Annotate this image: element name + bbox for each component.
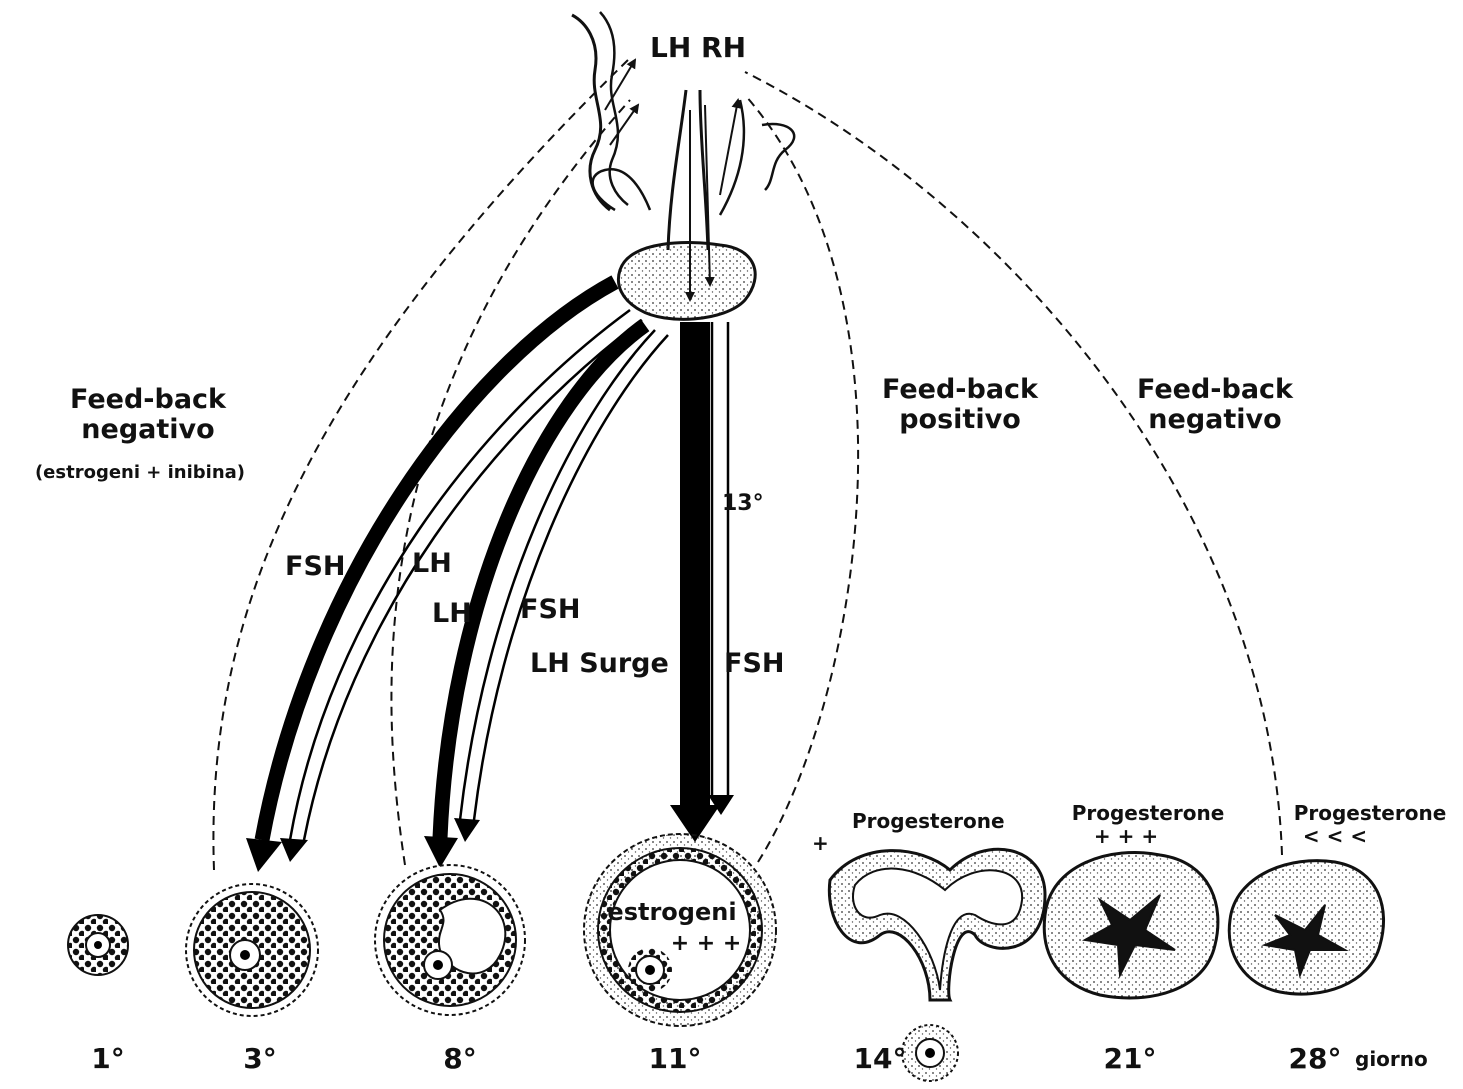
label-lh-surge: LH Surge	[530, 648, 669, 679]
day-label-8: 8°	[443, 1042, 476, 1075]
progesterone-14-label: Progesterone	[852, 809, 1005, 833]
feedback-curve-day14	[745, 95, 858, 862]
feedback-curve-day28	[745, 72, 1282, 855]
feedback-curve-day8	[391, 100, 630, 865]
estrogeni-label: estrogeni	[607, 898, 736, 926]
progesterone-28-label: Progesterone	[1294, 801, 1447, 825]
progesterone-21-label: Progesterone	[1072, 801, 1225, 825]
follicle-day11: estrogeni + + +	[584, 834, 776, 1026]
lh-arrow-day8-head	[424, 836, 458, 868]
feedback-right-title-2: negativo	[1148, 404, 1281, 435]
label-lh-day3: LH	[412, 548, 452, 579]
hypothalamus-left-contour	[572, 15, 610, 210]
day-unit-label: giorno	[1355, 1047, 1428, 1071]
label-fsh-day3: FSH	[285, 551, 346, 582]
day-label-14: 14°	[854, 1042, 907, 1075]
lh-surge-arrow	[680, 322, 710, 810]
feedback-right-title-1: Feed-back	[1137, 374, 1294, 405]
feedback-curves	[213, 58, 1282, 870]
feedback-left-title-2: negativo	[81, 414, 214, 445]
pituitary-gland	[618, 243, 755, 320]
label-day13: 13°	[722, 491, 764, 516]
progesterone-14-level: +	[812, 831, 829, 855]
label-fsh-day11: FSH	[724, 648, 785, 679]
day-labels: 1° 3° 8° 11° 14° 21° 28° giorno	[91, 1042, 1428, 1075]
corpus-luteum-day28: Progesterone < < <	[1229, 801, 1446, 994]
day-label-11: 11°	[649, 1042, 702, 1075]
day-label-28: 28°	[1289, 1042, 1342, 1075]
oocyte-day14	[902, 1025, 958, 1081]
follicle-day1	[68, 915, 128, 975]
hypothalamus-pituitary: LH RH	[572, 12, 794, 319]
label-fsh-day8: FSH	[520, 594, 581, 625]
day-label-21: 21°	[1104, 1042, 1157, 1075]
lh-arrow-day3-head	[280, 838, 308, 862]
feedback-labels: Feed-back negativo (estrogeni + inibina)…	[35, 374, 1294, 483]
lhrh-label: LH RH	[650, 31, 746, 64]
feedback-mid-title-2: positivo	[899, 404, 1021, 435]
day-label-1: 1°	[91, 1042, 124, 1075]
day-label-3: 3°	[243, 1042, 276, 1075]
estrogeni-level: + + +	[671, 931, 742, 956]
feedback-left-title-1: Feed-back	[70, 384, 227, 415]
follicle-day3	[186, 884, 318, 1016]
corpus-luteum-day21: Progesterone + + +	[1044, 801, 1224, 998]
fsh-arrow-day8-head	[454, 818, 480, 842]
corpus-day14: Progesterone +	[812, 809, 1045, 1000]
feedback-left-note: (estrogeni + inibina)	[35, 462, 245, 483]
fsh-arrow-day3-head	[246, 838, 282, 872]
follicle-day8	[375, 865, 525, 1015]
progesterone-28-level: < < <	[1303, 824, 1367, 848]
progesterone-21-level: + + +	[1094, 824, 1158, 848]
feedback-mid-title-1: Feed-back	[882, 374, 1039, 405]
label-lh-day8: LH	[432, 598, 472, 629]
